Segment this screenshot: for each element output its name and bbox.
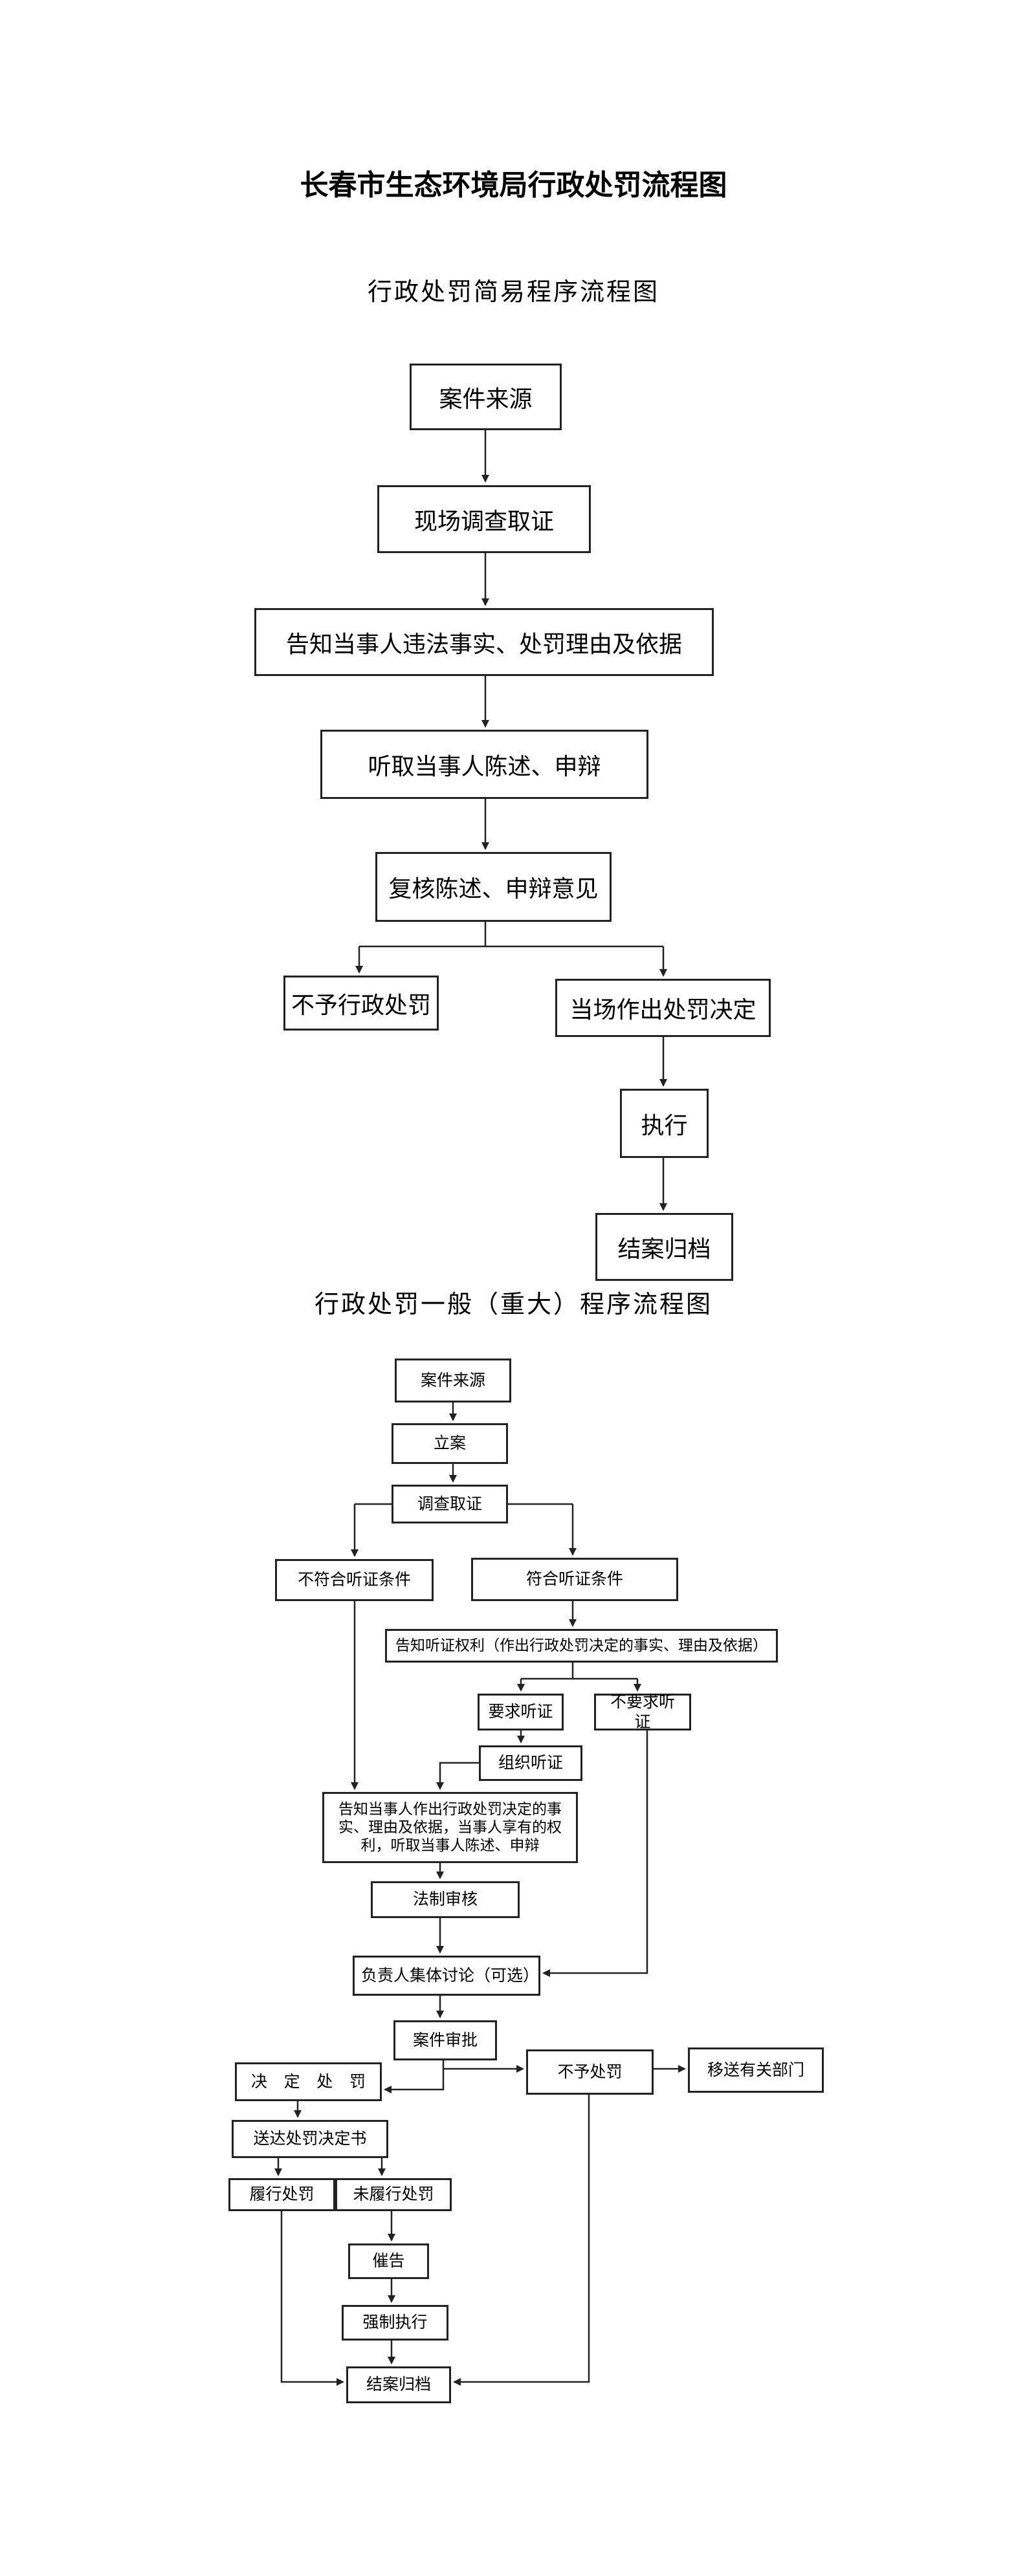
simple-procedure-title: 行政处罚简易程序流程图 — [367, 278, 659, 306]
arrow-g-no-request-discussion — [542, 1730, 648, 1977]
simple-node-onsite-decision: 当场作出处罚决定 — [555, 979, 771, 1037]
simple-node-inform-facts: 告知当事人违法事实、处罚理由及依据 — [254, 608, 714, 676]
general-node-not-fulfill-penalty: 未履行处罚 — [335, 2178, 452, 2211]
simple-node-archive: 结案归档 — [595, 1213, 733, 1281]
general-node-inform-rights: 告知当事人作出行政处罚决定的事实、理由及依据，当事人享有的权利，听取当事人陈述、… — [322, 1792, 578, 1863]
general-node-urge: 催告 — [348, 2243, 429, 2279]
general-node-deliver-decision: 送达处罚决定书 — [232, 2120, 388, 2158]
general-node-inform-hearing-right: 告知听证权利（作出行政处罚决定的事实、理由及依据） — [385, 1629, 778, 1663]
general-node-investigate: 调查取证 — [392, 1485, 508, 1523]
general-node-transfer-department: 移送有关部门 — [688, 2047, 824, 2093]
general-node-legal-review: 法制审核 — [371, 1881, 520, 1918]
arrow-g-no-penalty-close — [453, 2095, 590, 2386]
simple-node-execute: 执行 — [620, 1089, 709, 1158]
general-node-enforce: 强制执行 — [342, 2305, 448, 2341]
general-node-decide-penalty: 决定处罚 — [235, 2062, 382, 2101]
arrow-g-organize-inform — [436, 1762, 479, 1790]
simple-node-review-opinions: 复核陈述、申辩意见 — [375, 852, 612, 922]
general-node-hearing-condition: 符合听证条件 — [471, 1558, 678, 1601]
simple-node-no-penalty: 不予行政处罚 — [283, 976, 439, 1031]
general-node-no-request-hearing: 不要求听证 — [594, 1692, 691, 1731]
general-node-no-penalty: 不予处罚 — [526, 2049, 654, 2095]
general-node-fulfill-penalty: 履行处罚 — [228, 2178, 335, 2211]
general-node-request-hearing: 要求听证 — [478, 1694, 564, 1730]
general-node-close-archive: 结案归档 — [346, 2366, 451, 2403]
general-node-not-hearing-condition: 不符合听证条件 — [275, 1559, 434, 1601]
page-title: 长春市生态环境局行政处罚流程图 — [300, 169, 727, 202]
general-node-case-approval: 案件审批 — [393, 2020, 497, 2060]
general-procedure-title: 行政处罚一般（重大）程序流程图 — [314, 1290, 712, 1318]
simple-node-hear-statements: 听取当事人陈述、申辩 — [320, 730, 648, 799]
general-node-filing: 立案 — [392, 1423, 508, 1464]
general-node-collective-discussion: 负责人集体讨论（可选） — [353, 1956, 540, 1996]
arrow-g-approval-decide — [384, 2060, 445, 2093]
general-node-case-source: 案件来源 — [395, 1359, 511, 1403]
simple-node-onsite-investigation: 现场调查取证 — [377, 485, 591, 553]
arrow-g-fulfill-close — [280, 2211, 344, 2386]
general-node-organize-hearing: 组织听证 — [479, 1745, 582, 1781]
simple-node-case-source: 案件来源 — [410, 364, 562, 430]
